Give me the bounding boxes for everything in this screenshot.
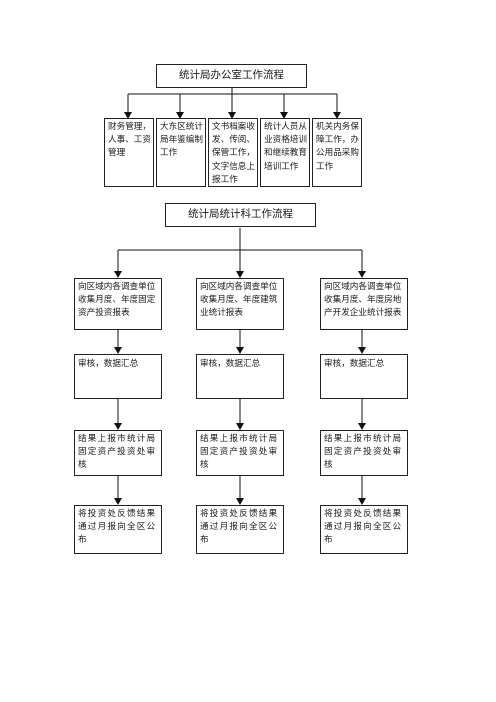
col1-review-box: 审核，数据汇总	[74, 354, 162, 399]
review-label: 审核，数据汇总	[200, 359, 261, 369]
office-task-yearbook: 大东区统计局年鉴编制工作	[156, 118, 206, 187]
office-task-label: 大东区统计局年鉴编制工作	[160, 122, 203, 159]
survey-label: 向区域内各调查单位收集月度、年度房地产开发企业统计报表	[324, 282, 402, 319]
stats-title-box: 统计局统计科工作流程	[165, 203, 316, 227]
col2-publish-box: 将投资处反馈结果通过月报向全区公布	[196, 505, 284, 554]
stats-title: 统计局统计科工作流程	[188, 208, 293, 220]
office-task-finance: 财务管理，人事、工资管理	[104, 118, 154, 187]
report-label: 结果上报市统计局固定资产投资处审核	[200, 434, 279, 471]
col1-survey-box: 向区域内各调查单位收集月度、年度固定资产投资报表	[74, 278, 162, 330]
office-task-logistics: 机关内务保障工作，办公用品采购工作	[312, 118, 362, 187]
office-title-box: 统计局办公室工作流程	[156, 64, 307, 88]
publish-label: 将投资处反馈结果通过月报向全区公布	[324, 509, 403, 546]
office-task-label: 文书档案收发、传阅、保管工作，文字信息上报工作	[212, 122, 255, 185]
col3-survey-box: 向区域内各调查单位收集月度、年度房地产开发企业统计报表	[320, 278, 408, 330]
publish-label: 将投资处反馈结果通过月报向全区公布	[78, 509, 157, 546]
office-task-label: 财务管理，人事、工资管理	[108, 122, 151, 159]
report-label: 结果上报市统计局固定资产投资处审核	[78, 434, 157, 471]
col1-publish-box: 将投资处反馈结果通过月报向全区公布	[74, 505, 162, 554]
survey-label: 向区域内各调查单位收集月度、年度固定资产投资报表	[78, 282, 156, 319]
col3-publish-box: 将投资处反馈结果通过月报向全区公布	[320, 505, 408, 554]
office-task-label: 机关内务保障工作，办公用品采购工作	[316, 122, 359, 172]
col3-report-box: 结果上报市统计局固定资产投资处审核	[320, 430, 408, 476]
survey-label: 向区域内各调查单位收集月度、年度建筑业统计报表	[200, 282, 278, 319]
review-label: 审核，数据汇总	[324, 359, 385, 369]
publish-label: 将投资处反馈结果通过月报向全区公布	[200, 509, 279, 546]
office-task-label: 统计人员从业资格培训和继续教育培训工作	[264, 122, 307, 172]
col2-report-box: 结果上报市统计局固定资产投资处审核	[196, 430, 284, 476]
col3-review-box: 审核，数据汇总	[320, 354, 408, 399]
col1-report-box: 结果上报市统计局固定资产投资处审核	[74, 430, 162, 476]
col2-survey-box: 向区域内各调查单位收集月度、年度建筑业统计报表	[196, 278, 284, 330]
review-label: 审核，数据汇总	[78, 359, 139, 369]
office-task-documents: 文书档案收发、传阅、保管工作，文字信息上报工作	[208, 118, 258, 187]
report-label: 结果上报市统计局固定资产投资处审核	[324, 434, 403, 471]
office-task-training: 统计人员从业资格培训和继续教育培训工作	[260, 118, 310, 187]
col2-review-box: 审核，数据汇总	[196, 354, 284, 399]
office-title: 统计局办公室工作流程	[179, 69, 284, 81]
